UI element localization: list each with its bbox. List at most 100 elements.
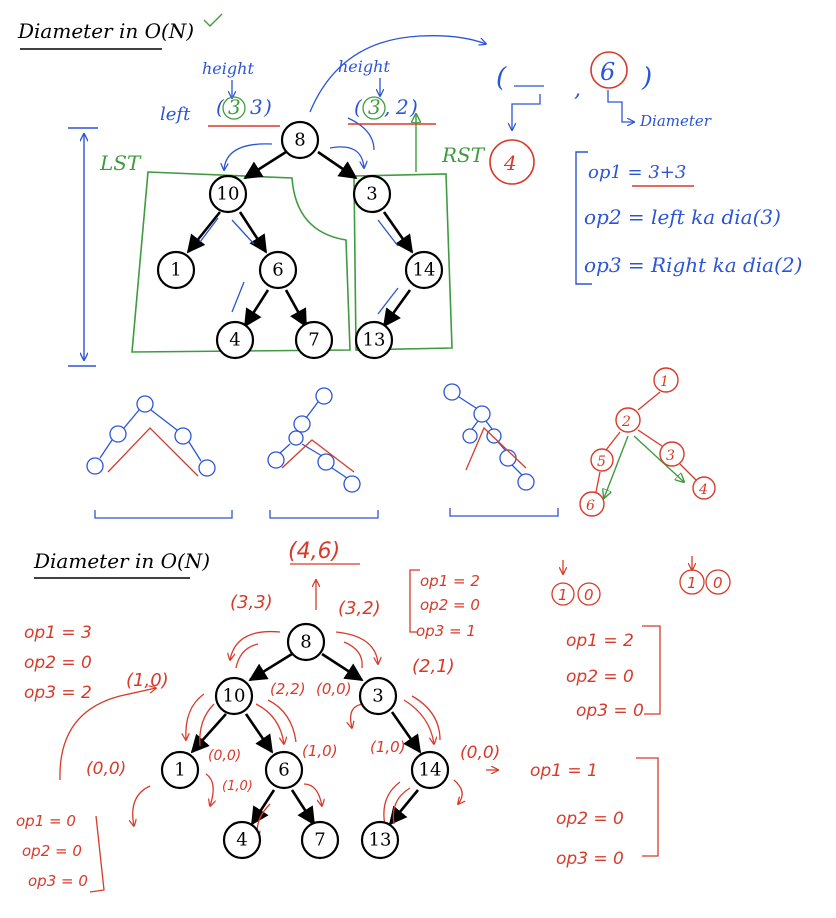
- top-title: Diameter in O(N): [17, 19, 194, 43]
- tree-node: 14: [404, 250, 444, 290]
- left-ops: op1 = 3 op2 = 0 op3 = 2: [24, 623, 92, 703]
- red-tree-node: 5: [590, 448, 614, 472]
- pair-1-right: (0,0): [208, 748, 241, 764]
- ops1-op1: op1 = 0: [16, 812, 76, 830]
- ops1-op3: op3 = 0: [28, 872, 88, 890]
- bottom-pairs: (4,6) (3,3) (3,2) (1,0) (2,2) (0,0) (2,1…: [86, 539, 500, 794]
- tree-node: 4: [222, 820, 262, 860]
- tree-node: 6: [264, 750, 304, 790]
- rst-box: [353, 173, 453, 351]
- leaf-pair-a-right: 0: [584, 586, 594, 604]
- svg-text:8: 8: [294, 130, 305, 151]
- bottom-section: Diameter in O(N): [16, 539, 731, 893]
- svg-text:10: 10: [217, 184, 240, 205]
- pair-14-left: (1,0): [370, 738, 406, 756]
- svg-text:3: 3: [372, 686, 383, 707]
- diameter-arrow: [607, 90, 634, 122]
- result-left-value: 4: [503, 151, 517, 175]
- tree-node: 1: [156, 250, 196, 290]
- result-value: 6: [600, 58, 615, 86]
- svg-text:14: 14: [413, 260, 436, 281]
- bottom-red-traversal: [59, 580, 498, 838]
- op2-text: op2 = left ka dia(3): [584, 205, 781, 229]
- diameter-label: Diameter: [639, 112, 712, 130]
- shape-sketch: [443, 383, 559, 517]
- ops3-op2: op2 = 0: [420, 596, 480, 614]
- pair-right-circle: [362, 96, 386, 120]
- svg-text:6: 6: [272, 260, 283, 281]
- label-left: left: [160, 104, 191, 125]
- right2-op1: op1 = 1: [530, 761, 598, 781]
- green-diameter-arrow-2: [633, 435, 684, 482]
- op-bracket: [575, 151, 592, 285]
- bottom-title: Diameter in O(N): [33, 549, 210, 573]
- top-section: Diameter in O(N) LST RST: [17, 13, 802, 367]
- red-tree-node: 6: [579, 491, 605, 517]
- svg-text:1: 1: [170, 260, 181, 281]
- pair-left-circle: [222, 96, 246, 120]
- top-tree-edges: [186, 150, 414, 328]
- svg-text:8: 8: [300, 632, 311, 653]
- svg-text:4: 4: [229, 330, 240, 351]
- red-tree-node: 4: [692, 476, 716, 500]
- svg-text:7: 7: [308, 330, 319, 351]
- bottom-tree-edges: [190, 652, 422, 826]
- tree-node: 8: [280, 120, 320, 160]
- leaf-pair-b: 1 0: [679, 556, 731, 595]
- lst-box: [131, 171, 351, 353]
- result-tuple-open: (: [496, 63, 507, 93]
- svg-text:1: 1: [660, 374, 669, 390]
- leaf-pair-a-left: 1: [558, 586, 568, 604]
- right1-op2: op2 = 0: [566, 667, 634, 687]
- svg-text:4: 4: [236, 830, 247, 851]
- svg-text:7: 7: [314, 830, 325, 851]
- pair-6-up: (2,2): [270, 680, 306, 698]
- result-circle: [590, 51, 628, 89]
- ops-node-3: op1 = 2 op2 = 0 op3 = 1: [409, 569, 480, 640]
- svg-text:2: 2: [621, 414, 631, 430]
- tree-node: 8: [286, 622, 326, 662]
- middle-sketches: [86, 383, 559, 519]
- tree-node: 3: [358, 676, 398, 716]
- pair-3-right: (2,1): [412, 656, 455, 677]
- result-comma: ,: [574, 77, 581, 102]
- red-tree-node: 3: [659, 441, 685, 467]
- left-op1: op1 = 3: [24, 623, 92, 643]
- pair-6-right: (1,0): [302, 742, 338, 760]
- pair-3-up: (3,2): [338, 598, 381, 619]
- tree-node: 4: [215, 320, 255, 360]
- ops1-op2: op2 = 0: [22, 842, 82, 860]
- svg-text:6: 6: [278, 760, 289, 781]
- right2-op3: op3 = 0: [556, 849, 624, 869]
- op3-text: op3 = Right ka dia(2): [584, 253, 802, 277]
- svg-text:10: 10: [223, 686, 246, 707]
- shape-sketch: [267, 387, 379, 519]
- tree-node: 10: [214, 676, 254, 716]
- pair-1-left: (0,0): [86, 759, 126, 779]
- right2-op2: op2 = 0: [556, 809, 624, 829]
- tree-node: 7: [300, 820, 340, 860]
- tree-node: 13: [354, 320, 394, 360]
- pair-root: (4,6): [288, 539, 340, 564]
- tree-node: 10: [208, 174, 248, 214]
- svg-text:5: 5: [597, 454, 606, 470]
- right-ops-1: op1 = 2 op2 = 0 op3 = 0: [566, 625, 661, 721]
- op1-text: op1 = 3+3: [588, 162, 686, 183]
- leaf-pair-b-right: 0: [713, 574, 723, 592]
- svg-text:4: 4: [698, 482, 708, 498]
- svg-text:13: 13: [369, 830, 392, 851]
- tree-node: 3: [352, 174, 392, 214]
- bottom-tree-nodes: 8 10 3 1 6 14 4 7 13: [160, 622, 450, 860]
- result-arrow: [309, 35, 486, 113]
- svg-text:14: 14: [419, 760, 442, 781]
- pair-14-right: (0,0): [460, 743, 500, 763]
- pair-10-up: (3,3): [230, 592, 273, 613]
- result-tuple-close: ): [641, 63, 652, 93]
- left-op2: op2 = 0: [24, 653, 92, 673]
- label-height-right: height: [338, 57, 390, 76]
- red-example-tree: 1 2 5 3 6 4: [579, 367, 716, 517]
- svg-text:1: 1: [174, 760, 185, 781]
- top-blue-traversal: [199, 117, 399, 315]
- leaf-pair-a: 1 0: [551, 560, 601, 606]
